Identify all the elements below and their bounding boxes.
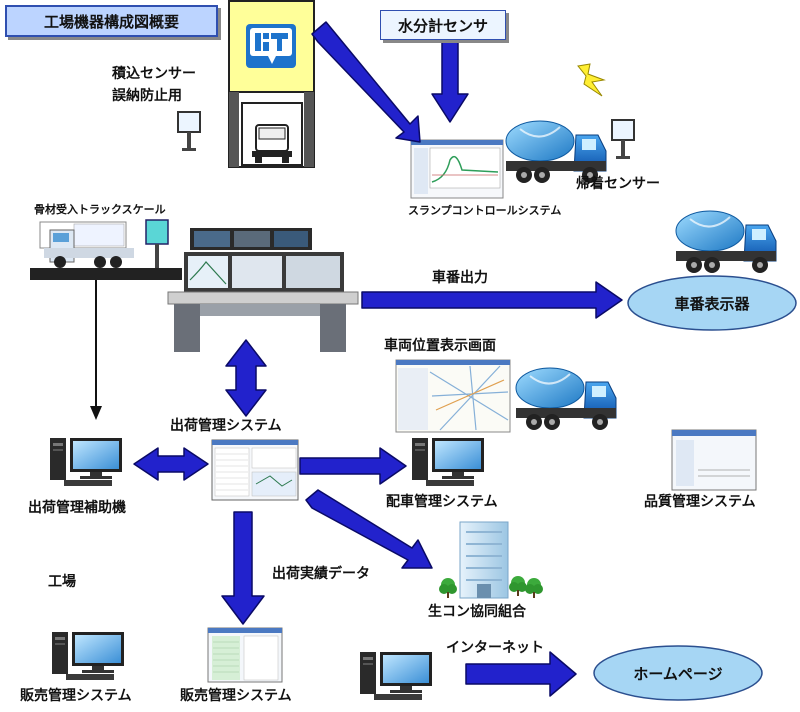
sales-label-2: 販売管理システム (180, 688, 292, 704)
loading-sensor-label-1: 積込センサー (112, 66, 196, 82)
truck-scale-label: 骨材受入トラックスケール (34, 203, 166, 216)
water-sensor-arrow (431, 39, 469, 123)
dispatch-pc-icon (412, 438, 484, 486)
scale-down-arrow (90, 280, 102, 420)
homepage-ellipse (593, 645, 763, 701)
quality-screen-icon (671, 429, 757, 491)
shipping-aux-label: 出荷管理補助機 (28, 500, 126, 516)
aux-pc-icon (50, 438, 122, 486)
sales-pc-icon (52, 632, 124, 680)
vehicle-output-label: 車番出力 (432, 270, 488, 286)
sales-label-1: 販売管理システム (20, 688, 132, 704)
return-sensor-icon (611, 119, 635, 160)
mixer-truck-icon-1 (505, 120, 607, 184)
return-sensor-label: 帰着センサー (576, 176, 660, 192)
cooperative-label: 生コン協同組合 (428, 604, 526, 620)
internet-arrow (465, 651, 577, 697)
vehicle-position-screen-icon (395, 359, 511, 433)
dispatch-label: 配車管理システム (386, 494, 498, 510)
factory-label: 工場 (48, 574, 76, 590)
tree-icon-1 (439, 578, 457, 598)
truck-scale-icon (30, 219, 182, 280)
shipping-screen-icon (211, 439, 299, 501)
mixer-truck-icon-3 (515, 367, 617, 431)
shipping-cooperative-arrow (305, 489, 433, 569)
tree-icon-3 (525, 578, 543, 598)
factory-logo-icon (246, 24, 296, 68)
vehicle-position-label: 車両位置表示画面 (384, 338, 496, 354)
page-title: 工場機器構成図概要 (5, 5, 218, 37)
console-shipping-arrow (225, 339, 267, 417)
vehicle-display-label: 車番表示器 (674, 294, 750, 313)
control-console-icon (167, 228, 359, 352)
aux-shipping-arrow (133, 447, 209, 481)
internet-pc-icon (360, 652, 432, 700)
tree-icon-2 (509, 576, 527, 596)
water-sensor-label: 水分計センサ (380, 10, 506, 40)
shipping-data-label: 出荷実績データ (272, 566, 370, 582)
loading-truck-icon (252, 124, 292, 163)
slump-screen-icon (410, 139, 504, 199)
loading-sensor-icon (177, 111, 201, 152)
vehicle-display-ellipse (627, 275, 797, 331)
mixer-truck-icon-2 (675, 210, 777, 274)
slump-label: スランプコントロールシステム (408, 204, 562, 217)
shipping-dispatch-arrow (299, 447, 407, 485)
internet-label: インターネット (446, 640, 544, 656)
logo-to-slump-arrow (311, 21, 421, 143)
homepage-label: ホームページ (633, 664, 723, 683)
vehicle-output-arrow (361, 281, 623, 319)
loading-sensor-label-2: 誤納防止用 (112, 88, 182, 104)
lightning-icon (577, 63, 606, 97)
quality-label: 品質管理システム (644, 494, 756, 510)
shipping-system-label: 出荷管理システム (170, 418, 282, 434)
sales-screen-icon (207, 627, 283, 683)
shipping-sales-arrow (221, 511, 265, 625)
office-building-icon (459, 521, 509, 599)
